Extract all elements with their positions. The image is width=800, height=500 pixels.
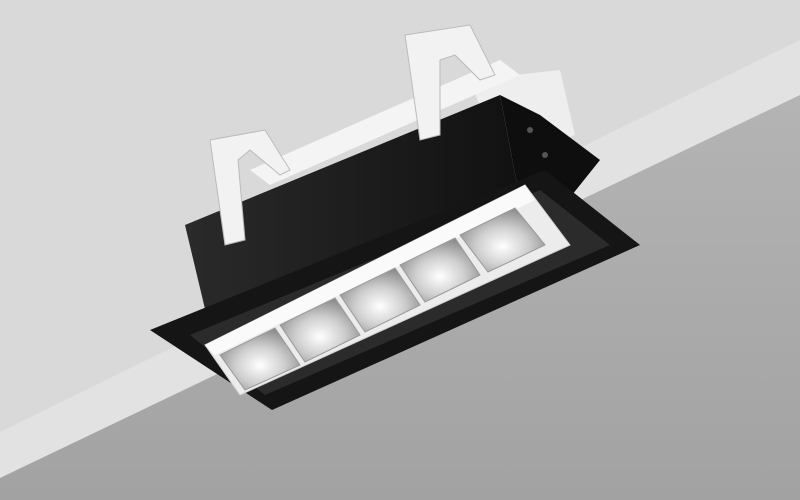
led-cell <box>399 237 481 303</box>
led-cell <box>459 207 546 273</box>
screw-icon <box>542 152 548 158</box>
top-white-strip <box>250 60 520 185</box>
screw-icon <box>527 127 533 133</box>
led-cell <box>279 297 361 363</box>
led-cells <box>219 207 546 391</box>
housing-box-front <box>185 95 520 330</box>
led-cell <box>339 267 421 333</box>
spring-bracket-left <box>209 129 291 246</box>
lens-housing-top-face <box>205 185 535 355</box>
led-cell <box>219 327 301 391</box>
spring-bracket-right <box>404 24 496 141</box>
